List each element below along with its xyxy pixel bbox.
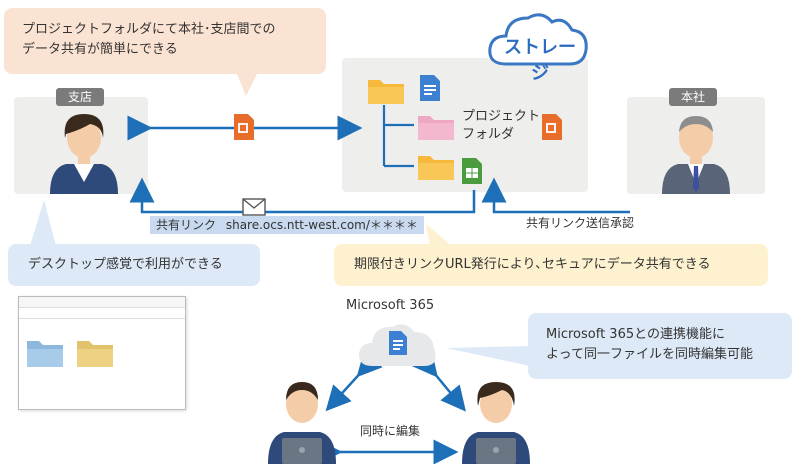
share-link-approval: 共有リンク送信承認 bbox=[526, 216, 635, 230]
bubble-microsoft: Microsoft 365との連携機能に よって同一ファイルを同時編集可能 bbox=[528, 313, 792, 379]
window-titlebar bbox=[19, 297, 185, 308]
document-icon bbox=[420, 75, 440, 101]
bubble-desktop-text: デスクトップ感覚で利用ができる bbox=[28, 257, 223, 272]
bubble-easy-sharing: プロジェクトフォルダにて本社･支店間での データ共有が簡単にできる bbox=[4, 8, 326, 74]
project-folder-label: プロジェクト フォルダ bbox=[462, 109, 541, 142]
bubble-easy-sharing-text: プロジェクトフォルダにて本社･支店間での データ共有が簡単にできる bbox=[22, 22, 276, 57]
bubble-expiry-text: 期限付きリンクURL発行により､セキュアにデータ共有できる bbox=[354, 257, 711, 272]
hq-tag: 本社 bbox=[669, 88, 717, 106]
branch-tag: 支店 bbox=[56, 88, 104, 106]
share-link-url: share.ocs.ntt-west.com/＊＊＊＊ bbox=[225, 218, 418, 232]
sub-folder-icon bbox=[418, 156, 454, 180]
window-toolbar bbox=[19, 308, 185, 319]
transfer-file-icon bbox=[234, 114, 254, 140]
ms365-label: Microsoft 365 bbox=[346, 298, 435, 313]
bubble-expiry: 期限付きリンクURL発行により､セキュアにデータ共有できる bbox=[334, 244, 768, 286]
root-folder-icon bbox=[368, 80, 404, 104]
ms365-document-icon bbox=[389, 331, 407, 355]
hq-person-icon bbox=[662, 116, 730, 194]
collaborator-left-icon bbox=[268, 382, 336, 464]
cloud-label: ストレージ bbox=[504, 37, 576, 84]
share-link-box: 共有リンク share.ocs.ntt-west.com/＊＊＊＊ bbox=[150, 216, 424, 234]
collaborator-right-icon bbox=[462, 382, 530, 464]
bubble-microsoft-text: Microsoft 365との連携機能に よって同一ファイルを同時編集可能 bbox=[546, 327, 753, 362]
simultaneous-edit-label: 同時に編集 bbox=[360, 424, 421, 438]
office-file-icon bbox=[542, 114, 562, 140]
window-folder-yellow-icon bbox=[77, 341, 113, 367]
mail-icon bbox=[242, 198, 266, 216]
window-folder-blue-icon bbox=[27, 341, 63, 367]
bubble-desktop: デスクトップ感覚で利用ができる bbox=[8, 244, 260, 286]
desktop-window bbox=[18, 296, 186, 410]
branch-person-icon bbox=[50, 114, 118, 194]
spreadsheet-icon bbox=[462, 158, 482, 184]
project-folder-icon bbox=[418, 116, 454, 140]
share-link-label: 共有リンク bbox=[156, 218, 217, 232]
storage-cloud-icon bbox=[488, 13, 588, 66]
